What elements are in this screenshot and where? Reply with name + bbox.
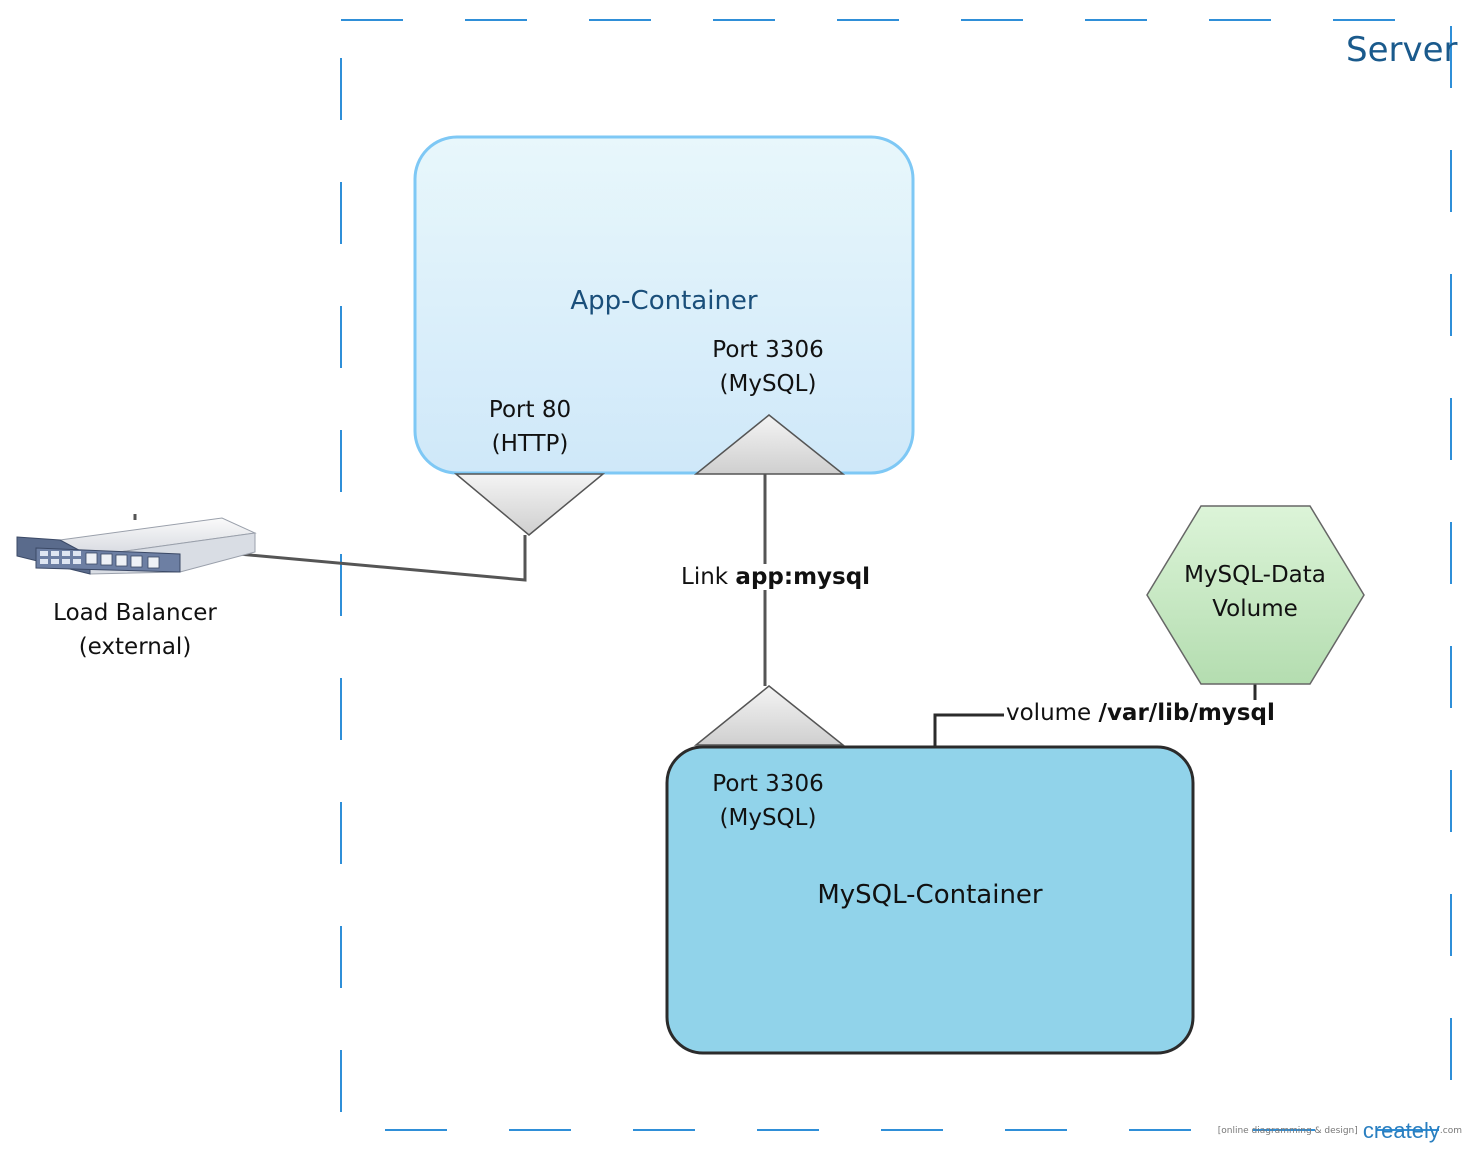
creately-logo: creately (1362, 1118, 1440, 1143)
app-container-box[interactable] (413, 135, 915, 475)
app-port-http-label: Port 80 (HTTP) (488, 397, 572, 457)
load-balancer-icon[interactable] (16, 514, 257, 575)
mysql-container-title: MySQL-Container (817, 880, 1043, 910)
app-port-80-connector[interactable] (453, 473, 606, 536)
load-balancer-connector (227, 535, 527, 582)
mysql-container-box[interactable] (665, 745, 1195, 1055)
mysql-port-3306-connector[interactable] (693, 685, 846, 746)
server-boundary (340, 19, 1452, 1131)
link-label: Link app:mysql (678, 564, 874, 590)
app-port-mysql-label: Port 3306 (MySQL) (712, 337, 824, 397)
load-balancer-label: Load Balancer (external) (53, 600, 217, 660)
app-container-title: App-Container (570, 286, 758, 316)
mysql-port-label: Port 3306 (MySQL) (712, 771, 824, 831)
volume-mount-label: volume /var/lib/mysql (1004, 700, 1277, 726)
volume-label: MySQL-Data Volume (1184, 562, 1326, 622)
creately-watermark: [online diagramming & design] creately.c… (1217, 1118, 1462, 1143)
mysql-data-volume-hexagon[interactable] (1146, 505, 1365, 685)
server-title: Server (1346, 30, 1458, 70)
app-port-3306-connector[interactable] (693, 414, 846, 475)
